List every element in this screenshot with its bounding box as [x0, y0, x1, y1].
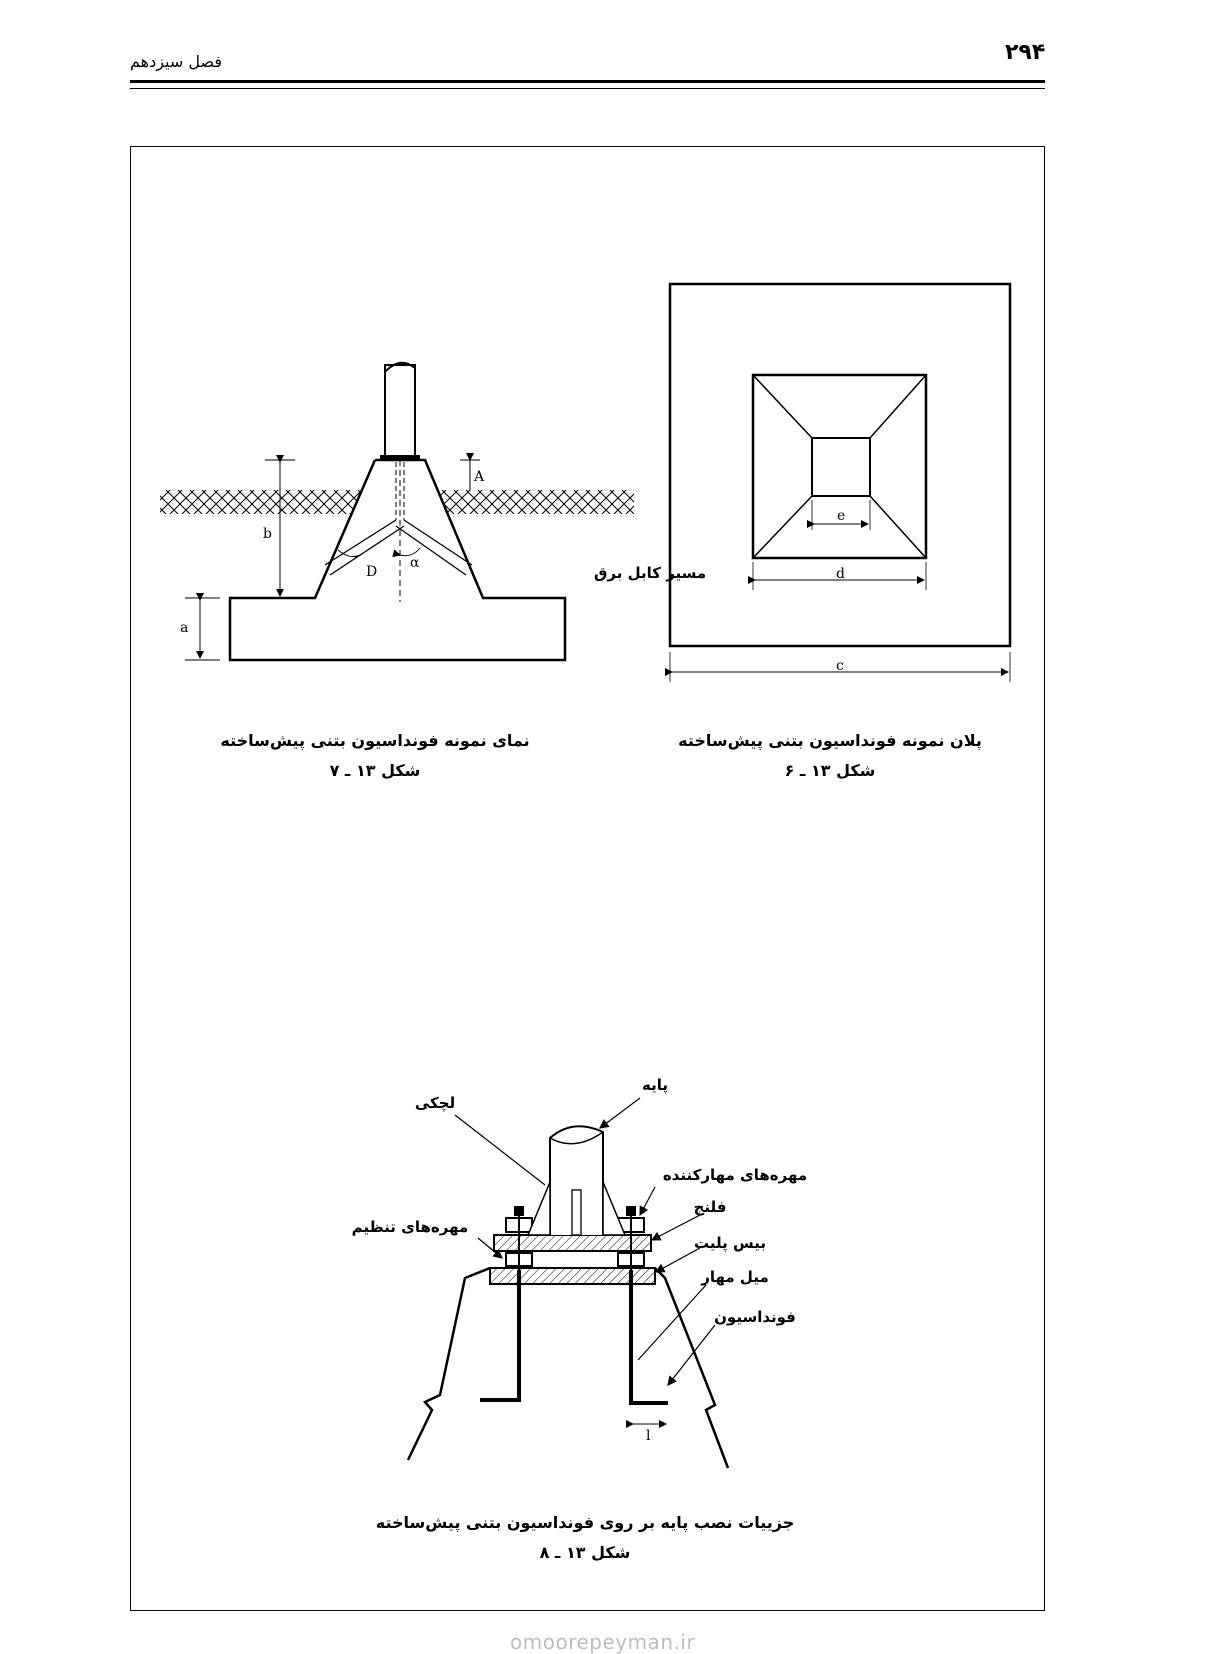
- figure-8-detail: پایه لچکی مهره‌های مهارکننده فلنج مهره‌ه…: [352, 1076, 807, 1469]
- fixing-nuts-label: مهره‌های مهارکننده: [663, 1166, 807, 1184]
- dim-b-label: b: [263, 526, 272, 542]
- foundation-outline: [228, 458, 567, 662]
- pole-label: پایه: [642, 1076, 668, 1095]
- gusset-left: [526, 1181, 551, 1236]
- gusset-right: [602, 1181, 627, 1236]
- middle-square: [751, 373, 928, 560]
- anchor-rod-right: [629, 1270, 668, 1405]
- flange-hatched: [493, 1234, 652, 1252]
- foundation-right-edge: [654, 1267, 730, 1469]
- anchor-rod-left: [480, 1270, 521, 1402]
- figure-8-caption: جزییات نصب پایه بر روی فونداسیون بتنی پی…: [360, 1508, 810, 1568]
- base-plate-label: بیس پلیت: [694, 1234, 766, 1253]
- foundation-label: فونداسیون: [714, 1308, 796, 1326]
- base-plate: [380, 455, 420, 461]
- figure-7-caption-title: نمای نمونه فونداسیون بتنی پیش‌ساخته: [220, 731, 530, 750]
- inner-square: [811, 437, 871, 497]
- anchor-rod-label: میل مهار: [700, 1268, 768, 1286]
- page-number: ۲۹۴: [1005, 40, 1046, 65]
- figure-6-caption-title: پلان نمونه فونداسیون بتنی پیش‌ساخته: [678, 731, 982, 750]
- dim-d-label: d: [836, 566, 845, 582]
- figure-8-caption-number: شکل ۱۳ ـ ۸: [539, 1543, 631, 1562]
- figure-7-caption-number: شکل ۱۳ ـ ۷: [329, 761, 421, 780]
- figure-frame: [130, 146, 1045, 1611]
- dim-A-label: A: [473, 469, 485, 485]
- outer-square: [668, 282, 1012, 648]
- header-rule-thick: [130, 80, 1045, 83]
- header-rule-thin: [130, 88, 1045, 89]
- pole-shaft: [384, 364, 416, 458]
- figure-6-plan: e d c: [665, 282, 1012, 682]
- dim-a-label: a: [180, 620, 188, 636]
- figure-7-elevation: A b a D α مسیر کابل برق: [160, 361, 706, 662]
- chapter-title: فصل سیزدهم: [130, 52, 222, 71]
- angle-alpha-label: α: [410, 555, 420, 571]
- leveling-nuts-label: مهره‌های تنظیم: [352, 1218, 469, 1236]
- gusset-label: لچکی: [415, 1094, 455, 1113]
- dim-l-label: l: [646, 1428, 651, 1444]
- foundation-left-edge: [406, 1266, 491, 1461]
- figure-6-caption: پلان نمونه فونداسیون بتنی پیش‌ساخته شکل …: [665, 726, 995, 786]
- base-plate-hatched: [489, 1267, 656, 1285]
- figure-6-caption-number: شکل ۱۳ ـ ۶: [784, 761, 876, 780]
- dim-e-label: e: [837, 508, 845, 524]
- dim-c-label: c: [836, 658, 844, 674]
- dim-D-label: D: [366, 564, 377, 580]
- figure-7-caption: نمای نمونه فونداسیون بتنی پیش‌ساخته شکل …: [210, 726, 540, 786]
- flange-label: فلنج: [694, 1198, 727, 1216]
- cable-path-label: مسیر کابل برق: [594, 564, 706, 582]
- figure-8-caption-title: جزییات نصب پایه بر روی فونداسیون بتنی پی…: [375, 1513, 795, 1532]
- watermark-text: omoorepeyman.ir: [510, 1630, 696, 1654]
